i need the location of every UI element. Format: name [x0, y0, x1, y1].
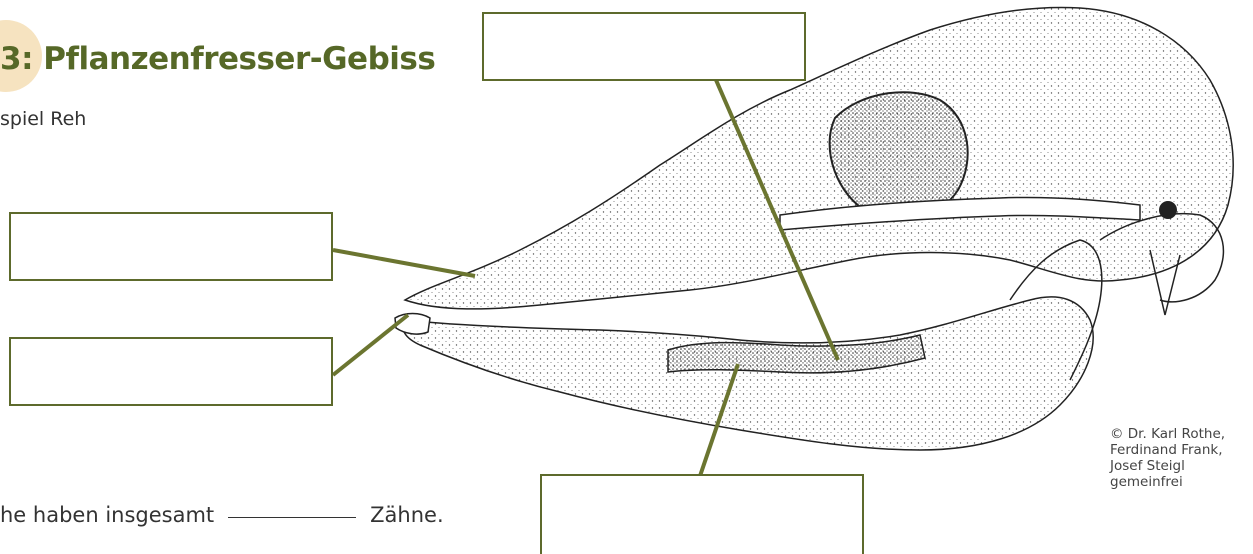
image-credit: © Dr. Karl Rothe, Ferdinand Frank, Josef…	[1110, 426, 1225, 490]
label-box-bottom[interactable]	[540, 474, 864, 554]
leader-line-left1	[333, 250, 475, 276]
credit-line: Josef Steigl	[1110, 458, 1225, 474]
credit-line: © Dr. Karl Rothe,	[1110, 426, 1225, 442]
credit-line: Ferdinand Frank,	[1110, 442, 1225, 458]
tooth-count-sentence: he haben insgesamt Zähne.	[0, 503, 444, 527]
credit-line: gemeinfrei	[1110, 474, 1225, 490]
tooth-count-blank[interactable]	[228, 517, 356, 518]
sentence-start: he haben insgesamt	[0, 503, 214, 527]
incisor-tip	[395, 314, 430, 335]
label-box-top[interactable]	[482, 12, 806, 81]
leader-line-left2	[333, 315, 408, 375]
skull-mandible	[403, 297, 1093, 450]
ear-opening	[1159, 201, 1177, 219]
sentence-end: Zähne.	[370, 503, 443, 527]
label-box-upper-left[interactable]	[9, 212, 333, 281]
label-box-lower-left[interactable]	[9, 337, 333, 406]
